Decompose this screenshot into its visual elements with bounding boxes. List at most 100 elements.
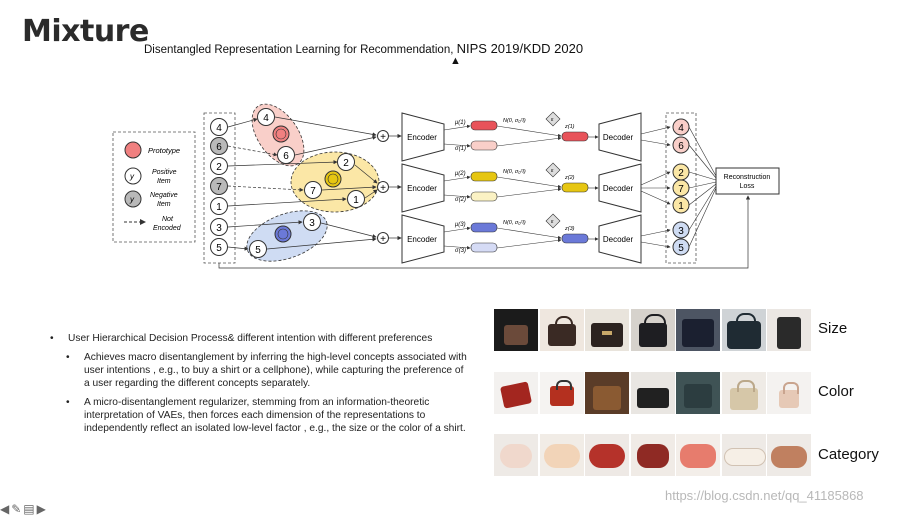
output-items-box <box>665 112 697 264</box>
legend-prototype-label: Prototype <box>148 146 180 155</box>
handbag-image <box>721 309 766 351</box>
category-image-row <box>494 434 813 476</box>
mu-label: μ(3) <box>454 222 466 228</box>
output-item-node: 1 <box>672 196 690 214</box>
legend-negative-icon <box>124 190 142 208</box>
output-item-label: 7 <box>678 184 684 195</box>
category-label: Category <box>818 446 879 463</box>
slide-subtitle: Disentangled Representation Learning for… <box>144 41 583 56</box>
cluster-1-node: 6 <box>277 146 295 164</box>
prototype-2-icon <box>324 170 342 188</box>
watermark: https://blog.csdn.net/qq_41185868 <box>665 488 864 503</box>
slide-title: Mixture <box>22 14 149 49</box>
input-item-node: 6 <box>210 137 228 155</box>
cluster-2-node: 2 <box>337 153 355 171</box>
handbag-image <box>494 309 538 351</box>
loss-label-line1: Reconstruction <box>724 174 771 181</box>
cluster-1-label: 4 <box>263 113 269 124</box>
output-item-node: 6 <box>672 136 690 154</box>
input-item-label: 7 <box>216 182 222 193</box>
sample-diamond <box>545 213 561 229</box>
output-item-label: 2 <box>678 168 684 179</box>
cluster-1-node: 4 <box>257 108 275 126</box>
cluster-2-label: 2 <box>343 158 349 169</box>
input-item-node: 1 <box>210 197 228 215</box>
z-vector <box>561 182 589 193</box>
sum-node: + <box>377 181 389 194</box>
food-image <box>630 434 675 476</box>
legend-positive-line1: Positive <box>152 169 177 176</box>
epsilon-label: ε <box>551 117 554 123</box>
decoder-block: Decoder <box>598 112 642 162</box>
normal-label: N(0, σ₀²I) <box>503 169 526 175</box>
cluster-1-label: 6 <box>283 151 289 162</box>
color-image-row <box>494 372 813 414</box>
food-image <box>539 434 584 476</box>
handbag-image <box>494 372 538 414</box>
output-item-node: 2 <box>672 163 690 181</box>
input-item-node: 7 <box>210 177 228 195</box>
decoder-label: Decoder <box>603 235 634 244</box>
legend-negative-line1: Negative <box>150 192 178 199</box>
encoder-label: Encoder <box>407 235 437 244</box>
reconstruction-loss-box: Reconstruction Loss <box>715 167 780 195</box>
cluster-2-node: 7 <box>304 181 322 199</box>
pen-icon[interactable]: ✎ <box>11 502 24 516</box>
encoder-block: Encoder <box>401 214 445 264</box>
input-to-loss-line <box>218 195 751 269</box>
output-item-label: 3 <box>678 226 684 237</box>
sigma-vector <box>470 242 498 253</box>
bullet-list: User Hierarchical Decision Process& diff… <box>48 332 468 441</box>
handbag-image <box>630 309 675 351</box>
color-label: Color <box>818 383 854 400</box>
mu-vector <box>470 222 498 233</box>
sigma-label: σ(1) <box>455 146 466 152</box>
handbag-image <box>585 372 629 414</box>
sum-symbol: + <box>380 132 386 143</box>
encoder-block: Encoder <box>401 163 445 213</box>
sum-node: + <box>377 130 389 143</box>
input-item-node: 5 <box>210 238 228 256</box>
mu-vector <box>470 120 498 131</box>
z-vector <box>561 131 589 142</box>
encoder-label: Encoder <box>407 133 437 142</box>
handbag-image <box>539 309 584 351</box>
handbag-image <box>767 372 811 414</box>
legend-positive-y: y <box>129 172 135 181</box>
z-vector <box>561 233 589 244</box>
epsilon-label: ε <box>551 168 554 174</box>
handbag-image <box>721 372 766 414</box>
bullet-sub-1: Achieves macro disentanglement by inferr… <box>48 351 468 390</box>
output-item-label: 6 <box>678 141 684 152</box>
size-label: Size <box>818 320 848 337</box>
menu-icon[interactable]: ▤ <box>23 502 37 516</box>
food-image <box>721 434 766 476</box>
legend-box <box>112 131 196 243</box>
cluster-3-node: 3 <box>303 213 321 231</box>
output-item-node: 3 <box>672 221 690 239</box>
output-item-label: 4 <box>678 123 684 134</box>
handbag-image <box>539 372 584 414</box>
input-item-label: 6 <box>216 142 222 153</box>
mouse-cursor-icon: ▲ <box>450 55 461 67</box>
sum-symbol: + <box>380 234 386 245</box>
legend-prototype-icon <box>124 141 142 159</box>
next-slide-icon[interactable]: ▶ <box>36 502 48 516</box>
latent-branch-3: μ(3) σ(3) N(0, σ₀²I) ε z(3) <box>443 213 599 254</box>
prev-slide-icon[interactable]: ◀ <box>0 502 12 516</box>
input-item-label: 2 <box>216 162 222 173</box>
encoder-block: Encoder <box>401 112 445 162</box>
latent-branch-1: μ(1) σ(1) N(0, σ₀²I) ε z(1) <box>443 111 599 152</box>
decoder-label: Decoder <box>603 184 634 193</box>
slide-nav-controls[interactable]: ◀✎▤▶ <box>0 502 48 516</box>
sigma-label: σ(2) <box>455 197 466 203</box>
food-image <box>676 434 720 476</box>
sigma-vector <box>470 140 498 151</box>
sigma-vector <box>470 191 498 202</box>
cluster-2-node: 1 <box>347 190 365 208</box>
decoder-block: Decoder <box>598 214 642 264</box>
input-item-label: 5 <box>216 243 222 254</box>
model-diagram: Prototype y Positive Item y Negative Ite… <box>112 103 780 269</box>
input-item-node: 2 <box>210 157 228 175</box>
encoder-label: Encoder <box>407 184 437 193</box>
